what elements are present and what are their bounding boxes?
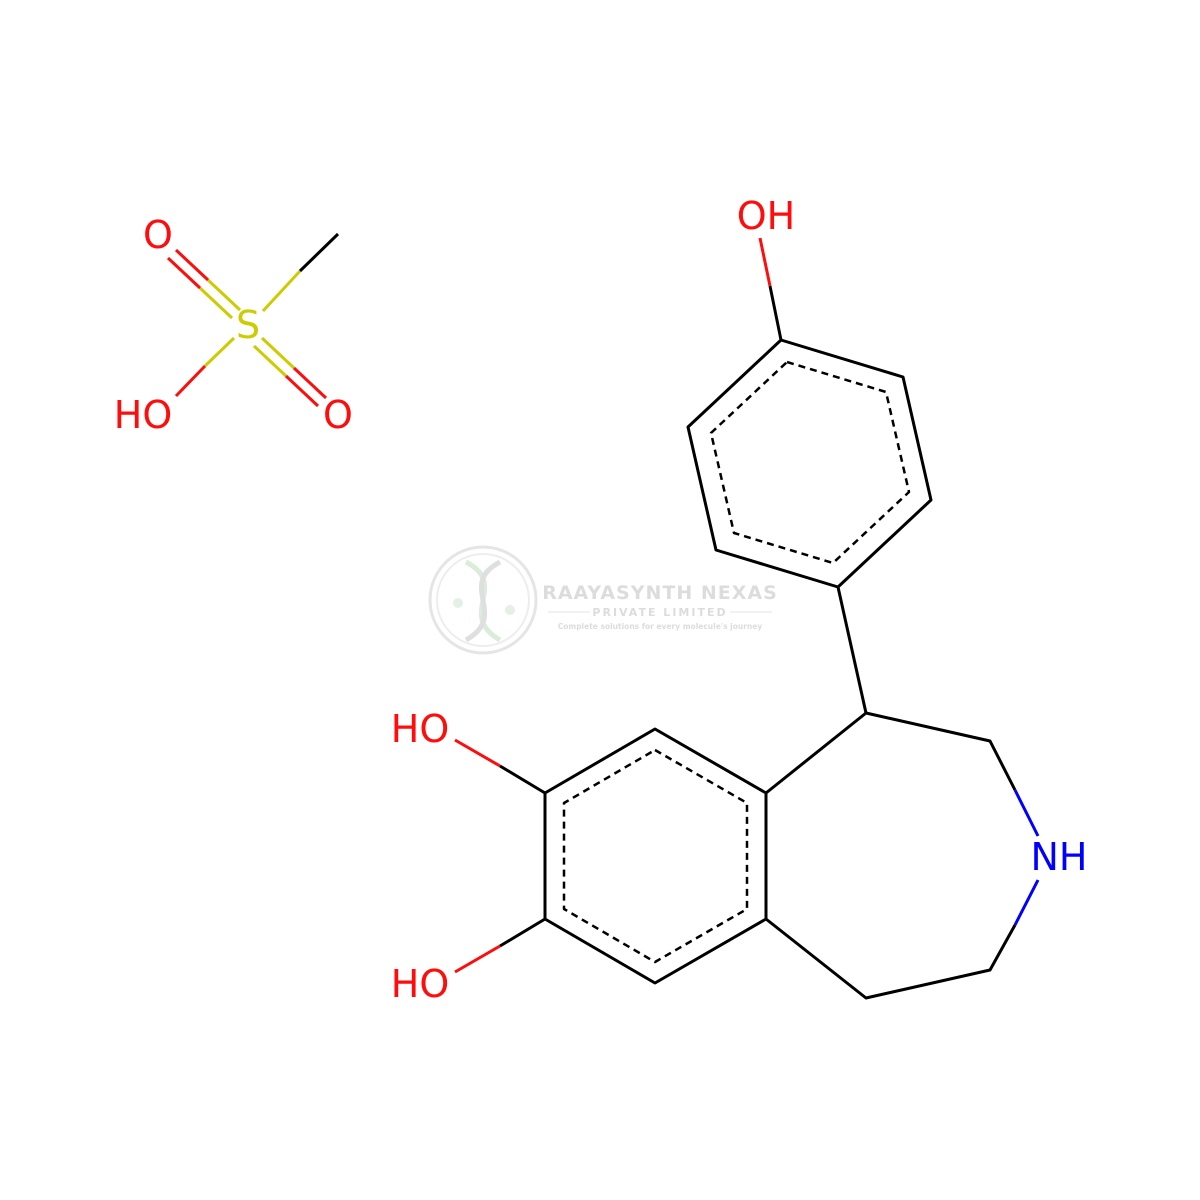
bond-oh-upper-red (454, 738, 501, 768)
bond-n-c-lower (1013, 879, 1040, 926)
benzazepine-molecule (454, 237, 1040, 1000)
atom-sulfur: S (236, 303, 260, 347)
azepine-ring-lower (765, 917, 1017, 1000)
bond-s-o-top-b (198, 286, 234, 320)
catechol-ring (543, 727, 768, 985)
bond-s-o-right-b (252, 344, 288, 378)
bond-s-o-top-b2 (166, 256, 202, 290)
atom-phenol-oh: OH (737, 194, 795, 238)
bond-phenol-oh (768, 285, 783, 341)
watermark: RAAYASYNTH NEXAS PRIVATE LIMITED Complet… (428, 545, 778, 655)
atom-oh-upper: HO (391, 707, 449, 751)
bond-phenol-oh-red (758, 237, 772, 287)
atom-oh-lower: HO (391, 962, 449, 1006)
bond-s-oh-end (174, 364, 207, 398)
bond-c-n-upper (1013, 789, 1040, 837)
bond-s-methyl-end (298, 232, 340, 273)
bond-oh-lower (499, 917, 546, 948)
watermark-tagline: Complete solutions for every molecule's … (558, 622, 763, 631)
bond-oh-upper (499, 764, 546, 795)
phenol-ring (686, 338, 933, 589)
azepine-ring-upper (765, 711, 1017, 795)
bond-s-o-top-a2 (174, 248, 210, 282)
atom-amine: NH (1031, 835, 1088, 879)
methanesulfonic-acid (166, 232, 340, 408)
catechol-ring-aromatic (562, 748, 749, 964)
watermark-company: RAAYASYNTH NEXAS (542, 582, 778, 604)
bond-s-o-right-a (260, 336, 296, 370)
bond-s-o-right-b2 (284, 374, 320, 408)
atom-oxygen-top: O (143, 213, 173, 257)
bond-s-o-top-a (206, 278, 242, 312)
atom-oxygen-right: O (323, 393, 353, 437)
bond-s-methyl (261, 269, 302, 313)
bond-aryl-c1 (836, 586, 868, 714)
watermark-subtitle: PRIVATE LIMITED (592, 606, 727, 619)
bond-s-oh (203, 336, 236, 368)
bond-s-o-right-a2 (292, 366, 328, 400)
dna-helix-icon (428, 545, 538, 655)
bond-oh-lower-red (454, 944, 501, 974)
phenol-ring-aromatic (709, 360, 911, 565)
atom-hydroxyl: HO (114, 393, 172, 437)
